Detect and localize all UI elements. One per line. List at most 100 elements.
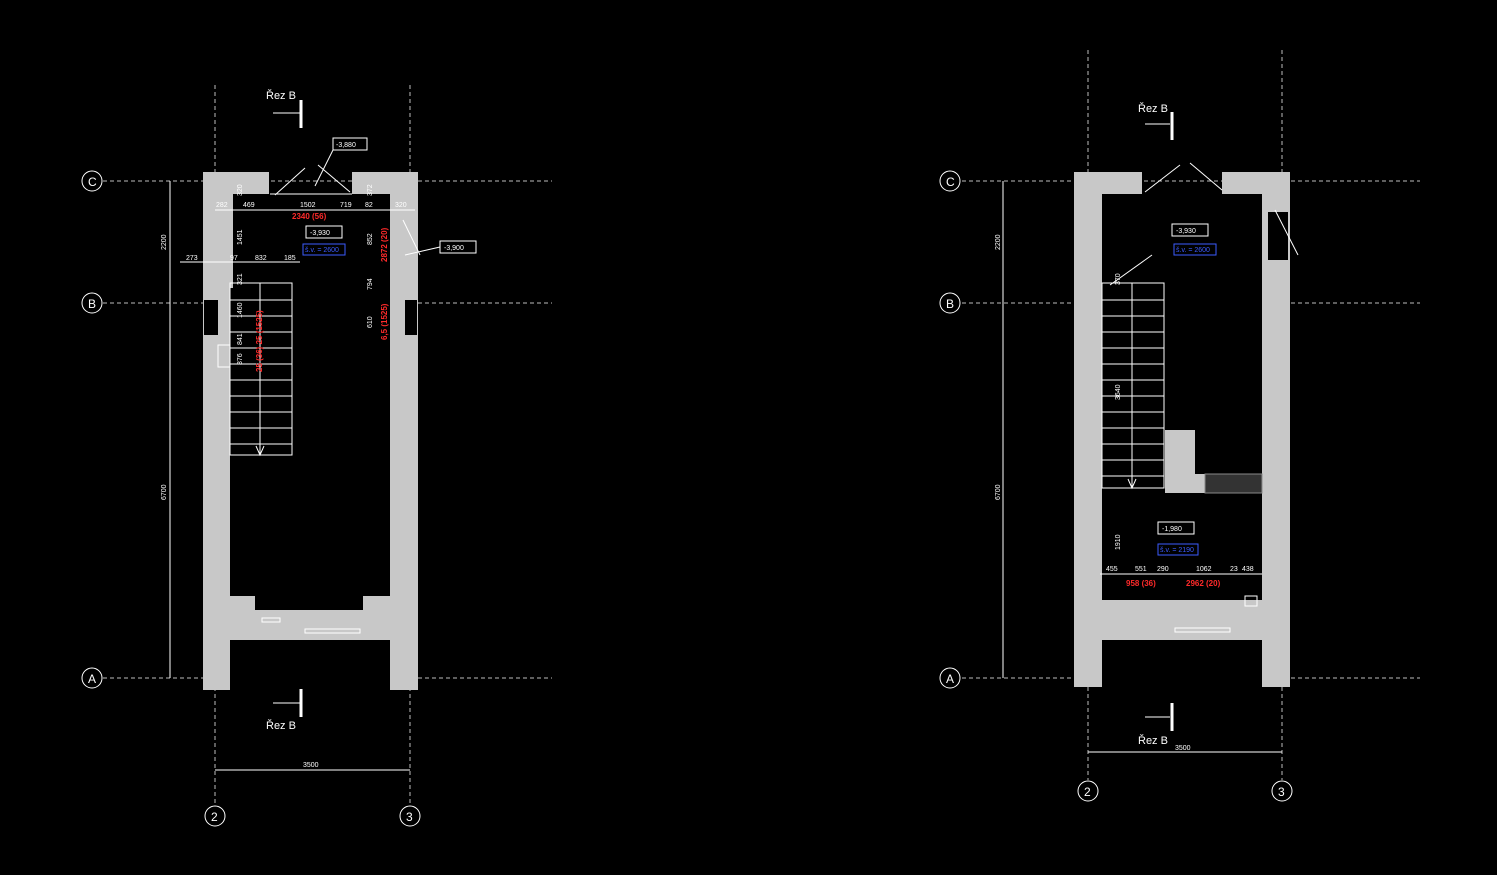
hatched-wall [1204, 473, 1263, 494]
window-sash-left [274, 167, 306, 196]
level-room: -3,930 [310, 230, 330, 237]
axis-2-label: 2 [211, 810, 218, 824]
wall-top-right [352, 172, 418, 194]
axis-bubble-3-r [1271, 780, 1293, 802]
level-right: -3,900 [444, 245, 464, 252]
staircase-right [1101, 282, 1165, 490]
dim-row1-5: 320 [395, 202, 407, 209]
dim-row1-3: 719 [340, 202, 352, 209]
height-label-lower-box-r [1157, 543, 1199, 556]
axis-2-label-r: 2 [1084, 785, 1091, 799]
plan-right: 3500 2200 6700 3640 1910 370 455 551 290… [939, 50, 1420, 802]
height-label-r: š.v. = 2600 [1176, 247, 1210, 254]
axis-bubble-a-r [939, 667, 961, 689]
axis-bubble-c [81, 170, 103, 192]
dim-stair-r: 3640 [1115, 384, 1122, 400]
dim-left-v0: 320 [237, 184, 244, 196]
stair-outline [229, 282, 293, 456]
dim-row-r-3: 1062 [1196, 566, 1212, 573]
dim-small-r: 370 [1115, 273, 1122, 285]
section-bottom-label-r: Řez B [1138, 734, 1168, 747]
dim-left-v5: 841 [237, 333, 244, 345]
level-tag-lower-box-r [1157, 521, 1195, 535]
window-sash-left-r [1144, 164, 1181, 193]
dim-row1-4: 82 [365, 202, 373, 209]
wall-top-right-r [1222, 172, 1290, 194]
dim-left-v3: 1460 [237, 302, 244, 318]
axis-b-label: B [88, 297, 96, 311]
axis-a-label-r: A [946, 672, 954, 686]
dim-row-r-4: 23 [1230, 566, 1238, 573]
axis-3-label: 3 [406, 810, 413, 824]
grille [261, 617, 281, 623]
door-opening-bottom [230, 640, 390, 690]
threshold-r [1174, 627, 1231, 633]
section-top-label-r: Řez B [1138, 102, 1168, 115]
window-sash-right [317, 164, 351, 193]
dim-red-stair: 25 (36) 25 (1525) [255, 310, 264, 372]
axis-c-label: C [88, 175, 97, 189]
opening-right [405, 300, 417, 335]
level-top: -3,880 [336, 142, 356, 149]
opening-right-r [1268, 212, 1288, 260]
dim-red-a-r: 958 (36) [1126, 579, 1156, 588]
room-main-r [1102, 194, 1262, 600]
dim-red-top: 2340 (56) [292, 212, 327, 221]
axis-bubble-3 [399, 805, 421, 827]
stair-outline-r [1101, 282, 1165, 489]
dim-row2-1: 97 [230, 255, 238, 262]
axis-b-label-r: B [946, 297, 954, 311]
door-leaf-right-r [1274, 209, 1299, 256]
dim-width: 3500 [303, 762, 319, 769]
small-box [1244, 595, 1258, 607]
axis-bubble-b-r [939, 292, 961, 314]
bottom-niche [255, 596, 363, 610]
dim-row1-1: 469 [243, 202, 255, 209]
height-label-box [302, 243, 346, 256]
axis-bubble-a [81, 667, 103, 689]
height-label: š.v. = 2600 [305, 247, 339, 254]
axis-3-label-r: 3 [1278, 785, 1285, 799]
opening-left [204, 300, 218, 335]
dim-row2-0: 273 [186, 255, 198, 262]
level-room-r: -3,930 [1176, 228, 1196, 235]
section-top-label: Řez B [266, 89, 296, 102]
dim-row1-0: 282 [216, 202, 228, 209]
level-lower-r: -1,980 [1162, 526, 1182, 533]
axis-bubble-b [81, 292, 103, 314]
height-label-box-r [1173, 243, 1217, 256]
dim-red-b-r: 2962 (20) [1186, 579, 1221, 588]
plan-left: 3500 2200 6700 282 469 1502 719 82 320 2… [81, 85, 552, 827]
dim-red-right-a: 2872 (20) [380, 227, 389, 262]
height-label-lower-r: š.v. = 2190 [1160, 547, 1194, 554]
staircase-left [229, 282, 293, 457]
threshold [304, 628, 361, 634]
dim-row-r-0: 455 [1106, 566, 1118, 573]
door-leaf-right [402, 219, 421, 256]
wall-top-left [203, 172, 269, 194]
door-opening-bottom-r [1102, 640, 1262, 687]
axis-c-label-r: C [946, 175, 955, 189]
dim-vert-bottom: 6700 [161, 484, 168, 500]
axis-bubble-2 [204, 805, 226, 827]
axis-bubble-c-r [939, 170, 961, 192]
section-bottom-label: Řez B [266, 719, 296, 732]
dim-row-r-2: 290 [1157, 566, 1169, 573]
dim-left-v2: 321 [237, 273, 244, 285]
room-main [230, 288, 390, 596]
dim-red-right-b: 6,5 (1525) [380, 303, 389, 340]
dim-row1-2: 1502 [300, 202, 316, 209]
level-tag-room-box-r [1171, 223, 1209, 237]
dim-left-v1: 1451 [237, 229, 244, 245]
dim-left-v4: 376 [237, 353, 244, 365]
window-sash-right-r [1189, 162, 1223, 191]
dim-row2-2: 832 [255, 255, 267, 262]
dim-row-r-1: 551 [1135, 566, 1147, 573]
dim-right-v0: 372 [367, 184, 374, 196]
axis-bubble-2-r [1077, 780, 1099, 802]
dim-row2-3: 185 [284, 255, 296, 262]
dim-right-v2: 794 [367, 278, 374, 290]
partition-block [1165, 430, 1195, 493]
dim-vert-top: 2200 [161, 234, 168, 250]
